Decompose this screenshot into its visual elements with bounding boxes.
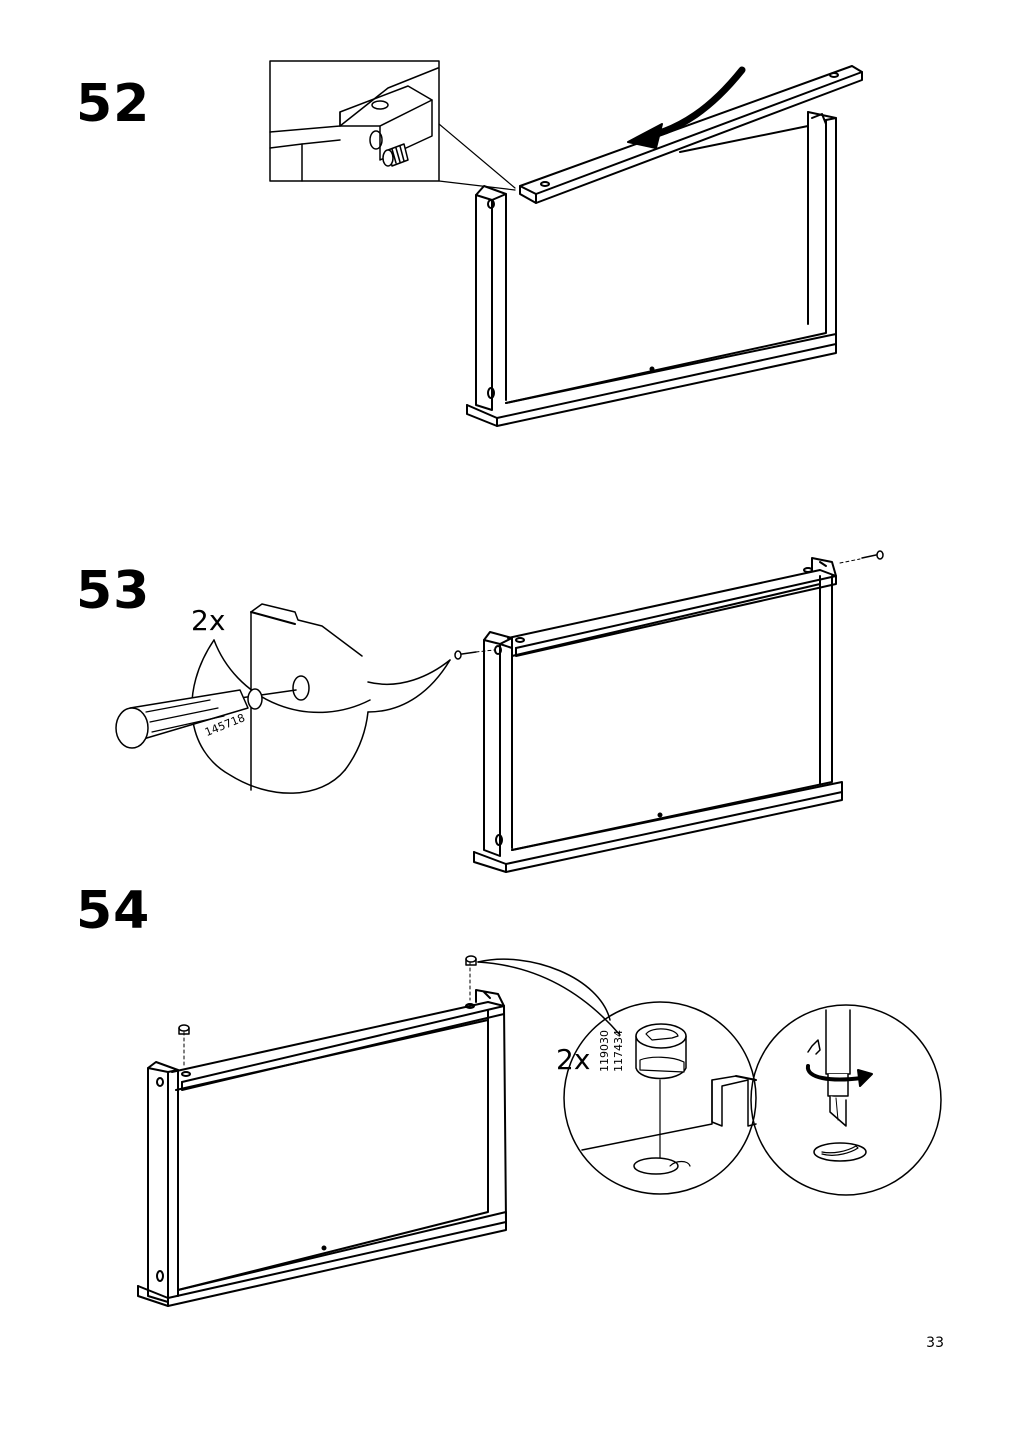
step-54-detail-circle-turn — [751, 1005, 941, 1195]
step-52-inset-drawing — [270, 68, 438, 181]
step-52-detail-inset — [270, 61, 439, 181]
step-53-illustration — [116, 551, 883, 872]
dowel-icon — [383, 144, 408, 166]
step-52-illustration — [270, 61, 862, 426]
rotate-icon — [808, 1040, 872, 1086]
step-54-detail-circle-cam — [564, 1002, 756, 1194]
screw-icon — [455, 551, 883, 659]
step-52-number: 52 — [76, 74, 151, 134]
step-54-number: 54 — [76, 881, 151, 941]
step-54-illustration — [138, 956, 941, 1306]
step-52-frame — [467, 66, 862, 426]
step-53-detail-circle — [116, 604, 450, 793]
arrow-icon — [628, 70, 742, 148]
step-53-number: 53 — [76, 561, 151, 621]
step-54-frame — [138, 990, 506, 1306]
cam-lock-icon — [179, 956, 476, 1068]
step-53-quantity: 2x — [191, 604, 226, 637]
screwdriver-icon — [116, 689, 296, 748]
step-54-quantity: 2x — [556, 1043, 591, 1076]
step-53-frame — [474, 558, 842, 872]
page-number: 33 — [926, 1335, 944, 1351]
screwdriver-icon — [826, 1010, 850, 1126]
